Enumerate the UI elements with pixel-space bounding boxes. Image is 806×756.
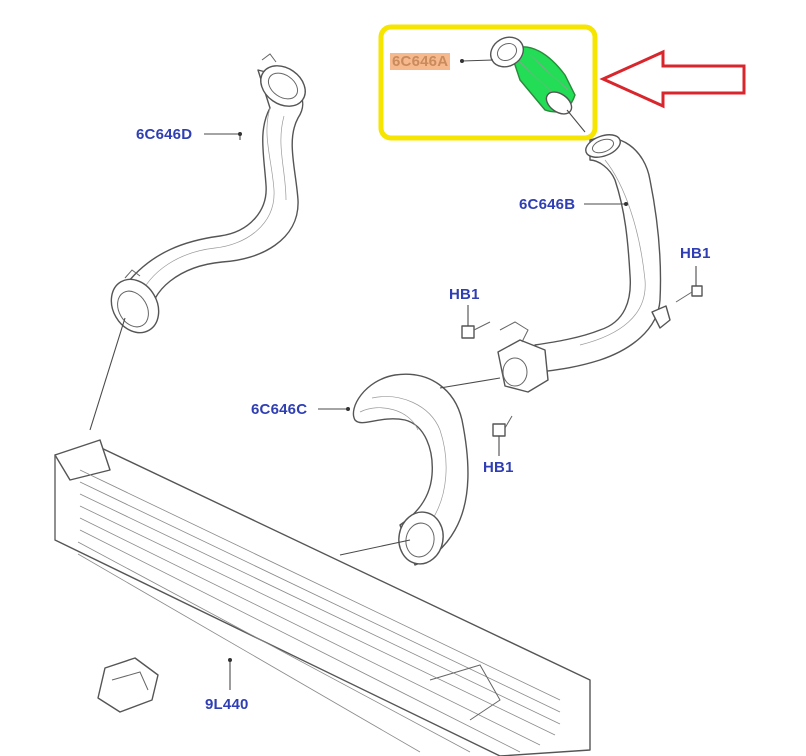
left-arrow-icon [599, 49, 746, 109]
label-6c646a: 6C646A [390, 53, 451, 70]
highlight-box [378, 24, 598, 141]
label-6c646b: 6C646B [519, 196, 576, 213]
label-hb1-upper-middle: HB1 [449, 286, 480, 303]
hose-6c646a[interactable] [485, 31, 576, 118]
sensor-part[interactable] [97, 657, 159, 713]
bolt-hb1-lower-middle[interactable] [492, 415, 513, 437]
hose-6c646c[interactable] [352, 373, 469, 567]
intercooler-9l440[interactable] [54, 439, 591, 756]
bolt-hb1-upper-middle[interactable] [461, 321, 491, 339]
hose-6c646b[interactable] [534, 130, 671, 373]
label-6c646d: 6C646D [136, 126, 193, 143]
label-hb1-lower-middle: HB1 [483, 459, 514, 476]
label-9l440: 9L440 [205, 696, 249, 713]
leader-lines [89, 59, 697, 690]
label-hb1-top-right: HB1 [680, 245, 711, 262]
bolt-hb1-top-right[interactable] [675, 285, 703, 303]
mounting-bracket[interactable] [497, 321, 549, 393]
hose-6c646d[interactable] [102, 53, 313, 341]
label-6c646c: 6C646C [251, 401, 308, 418]
